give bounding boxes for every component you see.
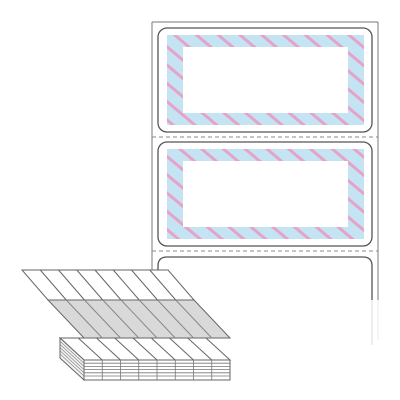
fold-divider <box>175 299 213 339</box>
fold-divider <box>65 299 103 339</box>
flap-divider <box>112 269 140 301</box>
flap-divider <box>169 337 194 361</box>
flap-divider <box>76 269 104 301</box>
fanfold-dividers <box>39 269 213 361</box>
flap-divider <box>94 269 122 301</box>
fold-divider <box>84 299 121 339</box>
flap-divider <box>39 269 67 301</box>
fanfold-stack-icon <box>20 269 232 382</box>
flap-divider <box>77 337 103 361</box>
stack-side-edge <box>59 350 85 374</box>
fold-divider <box>102 299 140 339</box>
fold-divider <box>138 299 176 339</box>
flap-divider <box>187 337 213 361</box>
flap-divider <box>132 337 158 361</box>
flap-divider <box>58 269 85 301</box>
label-face <box>183 161 348 227</box>
flap-divider <box>149 269 177 301</box>
stack-side-edge <box>59 347 85 370</box>
label-1 <box>157 27 373 133</box>
stack-side-edge <box>59 353 85 377</box>
flap-divider <box>131 269 158 301</box>
stack-side-edge <box>59 344 85 367</box>
label-face <box>183 47 348 113</box>
perforations <box>152 136 378 252</box>
label-2 <box>157 141 373 247</box>
fold-divider <box>120 299 158 339</box>
fold-divider <box>157 299 194 339</box>
flap-divider <box>96 337 121 361</box>
flap-divider <box>114 337 140 361</box>
stack-side-edge <box>59 340 85 364</box>
flap-divider <box>150 337 176 361</box>
